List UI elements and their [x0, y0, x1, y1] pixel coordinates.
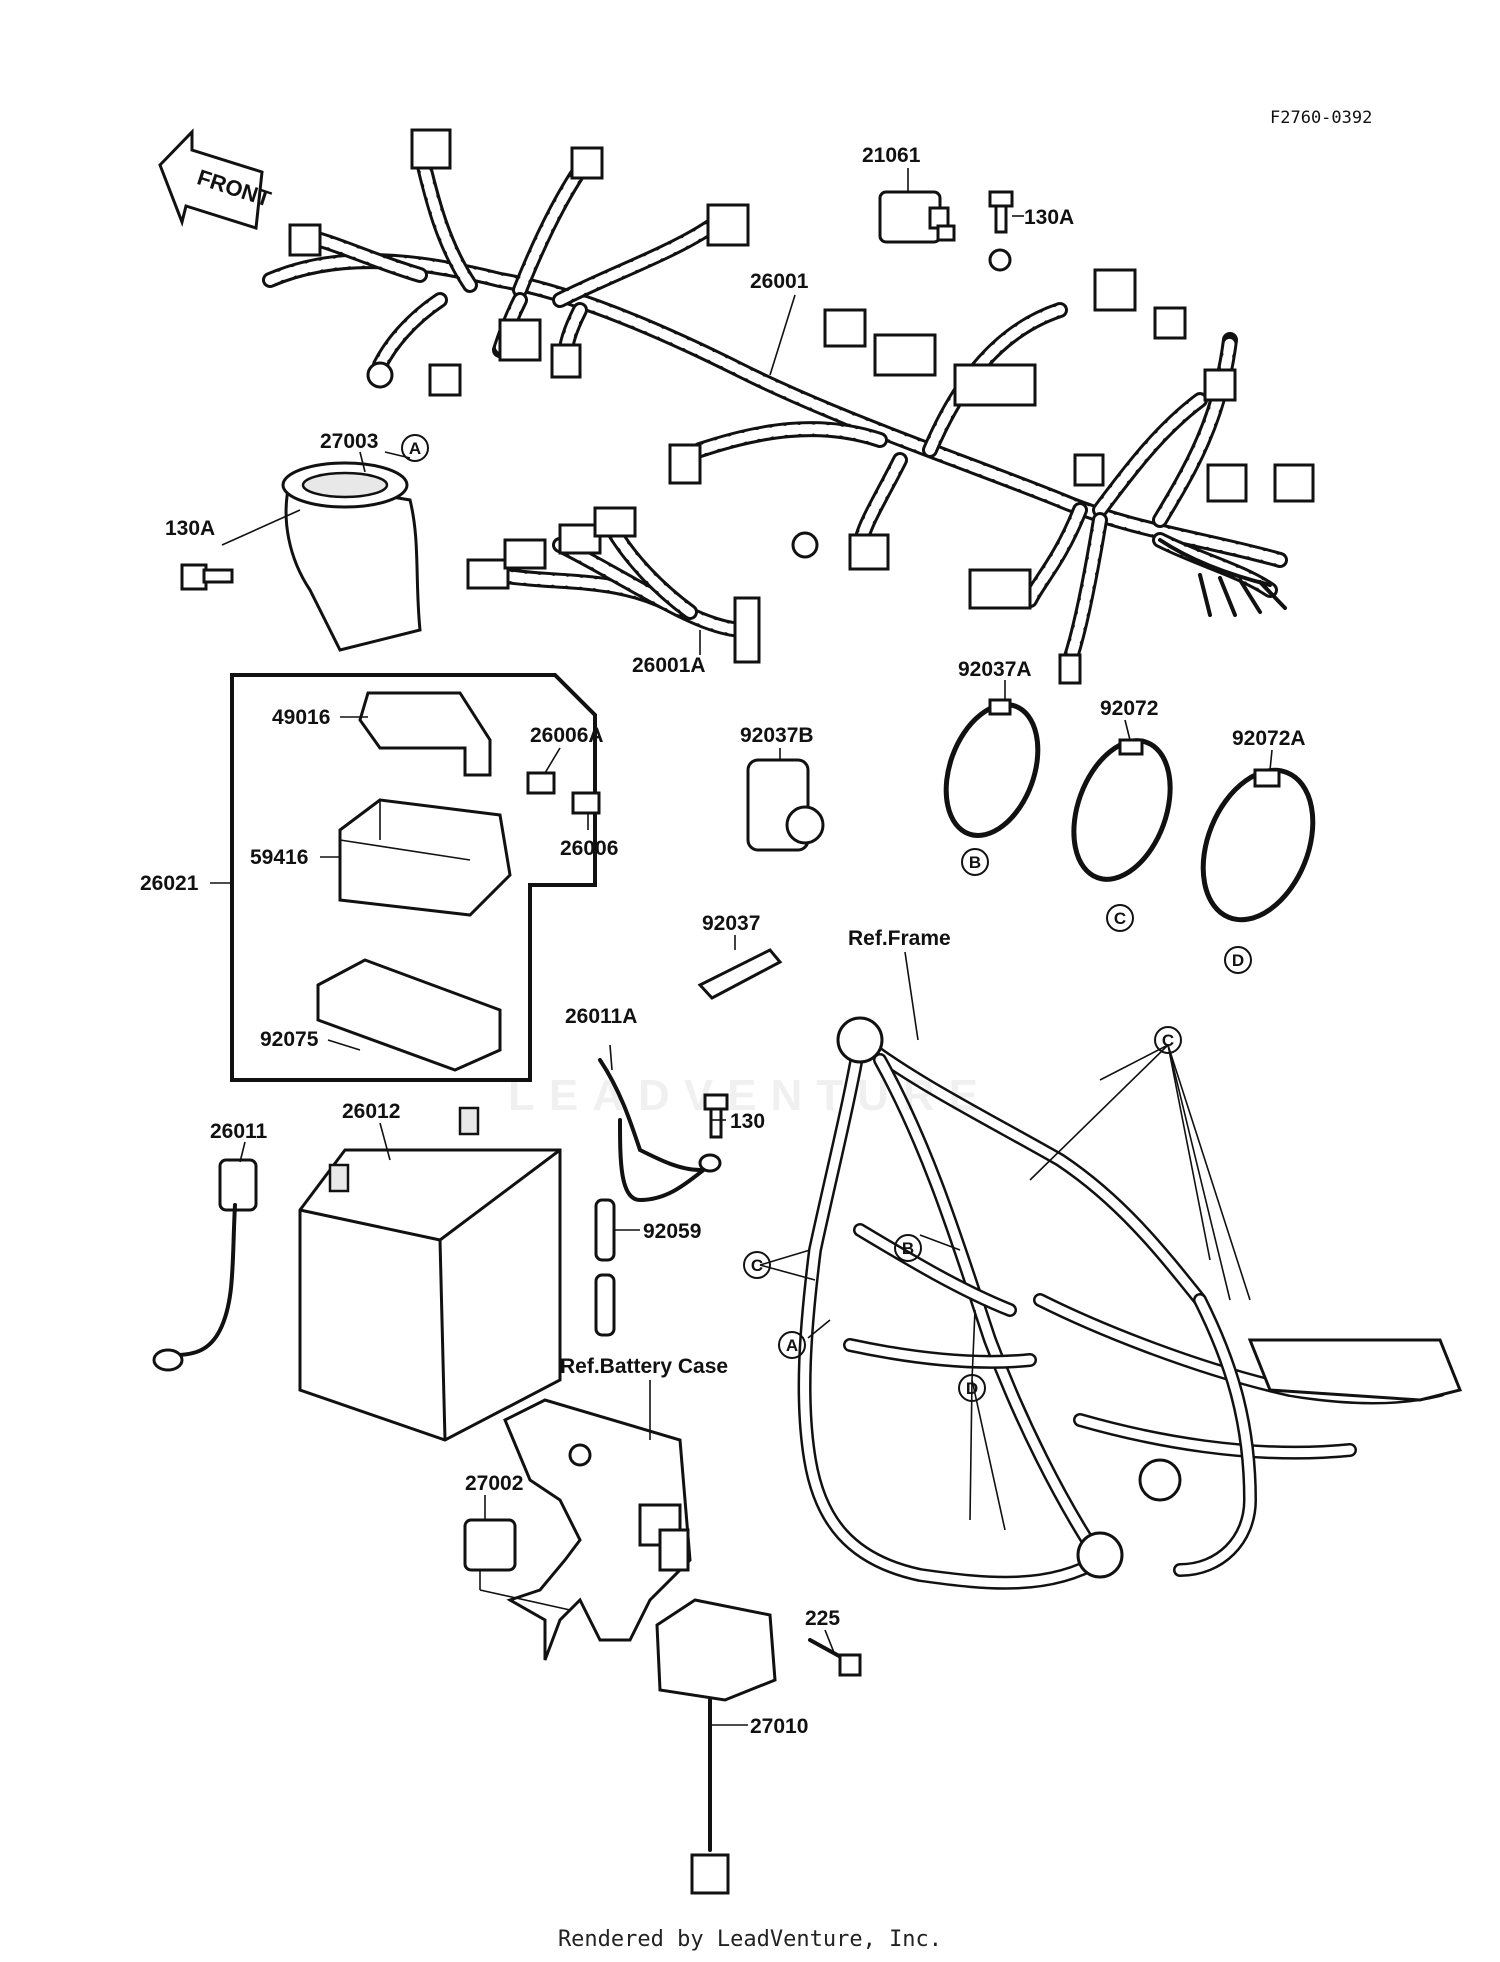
- footer-credit: Rendered by LeadVenture, Inc.: [558, 1927, 942, 1952]
- module-27002: [463, 1518, 517, 1572]
- bolt-225: [808, 1638, 862, 1677]
- label-26001A[interactable]: 26001A: [632, 654, 706, 677]
- rubber-92037B: [746, 758, 825, 852]
- switch-27010: [655, 1598, 777, 1895]
- band-92037A: [943, 698, 1041, 838]
- callouts: A B C D C B C A: [401, 434, 1252, 1402]
- tube-92059: [594, 1198, 616, 1337]
- label-130[interactable]: 130: [730, 1110, 765, 1133]
- label-26011A[interactable]: 26011A: [565, 1005, 637, 1028]
- callout-D-frame: D: [958, 1374, 986, 1402]
- label-225[interactable]: 225: [805, 1607, 840, 1630]
- label-26012[interactable]: 26012: [342, 1100, 400, 1123]
- watermark: LEADVENTURE: [508, 1071, 992, 1120]
- svg-text:A: A: [409, 439, 421, 458]
- battery-kit-26021: [230, 673, 601, 1082]
- label-92037B[interactable]: 92037B: [740, 724, 814, 747]
- strap-92037: [697, 948, 783, 1000]
- callout-B-frame: B: [894, 1234, 922, 1262]
- svg-text:C: C: [1114, 909, 1126, 928]
- horn-27003: [281, 461, 422, 652]
- label-26011[interactable]: 26011: [210, 1120, 268, 1143]
- bolt-130A-left: [180, 563, 234, 591]
- callout-C-frame-top: C: [1154, 1026, 1182, 1054]
- wiring-harness-26001: [262, 128, 1315, 685]
- label-26006[interactable]: 26006: [560, 837, 618, 860]
- svg-text:D: D: [966, 1379, 978, 1398]
- svg-text:C: C: [751, 1256, 763, 1275]
- label-92059[interactable]: 92059: [643, 1220, 701, 1243]
- callout-C-band: C: [1106, 904, 1134, 932]
- label-130A-left[interactable]: 130A: [165, 517, 215, 540]
- label-27002[interactable]: 27002: [465, 1472, 523, 1495]
- frame: [797, 1016, 1463, 1590]
- label-26006A[interactable]: 26006A: [530, 724, 604, 747]
- battery-26012: [298, 1106, 562, 1442]
- battery-case-bracket: [503, 1398, 692, 1661]
- bolt-130: [703, 1093, 729, 1139]
- ref-frame-label: Ref.Frame: [848, 927, 951, 950]
- label-92037[interactable]: 92037: [702, 912, 760, 935]
- svg-text:D: D: [1232, 951, 1244, 970]
- leader-lines: [210, 168, 1273, 1726]
- ref-battery-case-label: Ref.Battery Case: [560, 1355, 728, 1378]
- bolt-130A-top: [988, 190, 1014, 234]
- label-92075[interactable]: 92075: [260, 1028, 319, 1051]
- label-59416[interactable]: 59416: [250, 846, 308, 869]
- label-92072[interactable]: 92072: [1100, 697, 1158, 720]
- callout-A-horn: A: [401, 434, 429, 462]
- label-130A-top[interactable]: 130A: [1024, 206, 1074, 229]
- callout-D-band: D: [1224, 946, 1252, 974]
- cable-26011A: [598, 1058, 722, 1203]
- label-26001[interactable]: 26001: [750, 270, 809, 293]
- label-26021[interactable]: 26021: [140, 872, 199, 895]
- label-92072A[interactable]: 92072A: [1232, 727, 1306, 750]
- svg-text:C: C: [1162, 1031, 1174, 1050]
- label-27003[interactable]: 27003: [320, 430, 378, 453]
- label-21061[interactable]: 21061: [862, 144, 921, 167]
- svg-text:B: B: [969, 853, 981, 872]
- relay-21061: [878, 190, 956, 244]
- sub-harness-26001A: [466, 506, 761, 664]
- callout-C-frame-left: C: [743, 1251, 771, 1279]
- band-92072: [1071, 738, 1173, 882]
- label-27010[interactable]: 27010: [750, 1715, 808, 1738]
- band-92072A: [1200, 767, 1316, 923]
- label-49016[interactable]: 49016: [272, 706, 330, 729]
- label-92037A[interactable]: 92037A: [958, 658, 1032, 681]
- diagram-code: F2760-0392: [1270, 108, 1372, 128]
- svg-text:A: A: [786, 1336, 798, 1355]
- callout-B-band: B: [961, 848, 989, 876]
- cable-26011: [152, 1158, 258, 1372]
- front-arrow-icon: FRONT: [158, 128, 275, 230]
- svg-text:B: B: [902, 1239, 914, 1258]
- part-labels: 21061 130A 26001 27003 130A 26001A 92037…: [140, 144, 1306, 1738]
- callout-A-frame: A: [778, 1331, 806, 1359]
